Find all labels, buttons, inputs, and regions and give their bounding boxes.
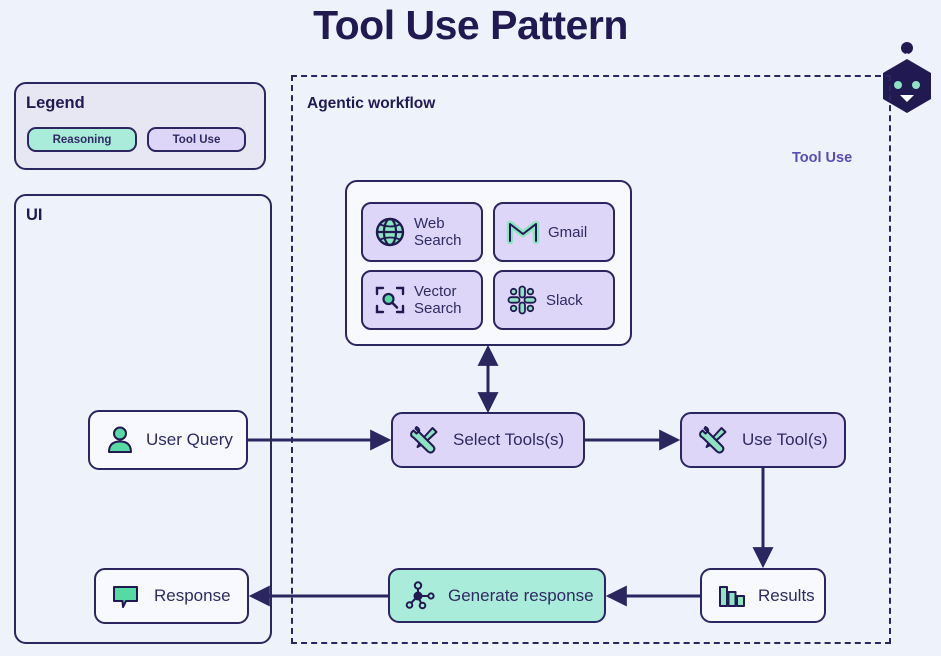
bot-hexagon-icon <box>877 42 937 119</box>
chat-bubble-icon <box>113 586 138 608</box>
legend-box <box>14 82 266 170</box>
tool-use-section-label: Tool Use <box>792 150 853 166</box>
node-use-tools[interactable]: Use Tool(s) <box>680 412 846 468</box>
page-title: Tool Use Pattern <box>313 2 628 48</box>
vector-search-icon <box>375 286 405 314</box>
gmail-icon <box>506 220 540 245</box>
node-results-label: Results <box>758 585 815 605</box>
node-use-tools-label: Use Tool(s) <box>742 430 828 449</box>
legend-chip-reasoning-label: Reasoning <box>52 133 112 146</box>
slack-icon <box>507 285 537 315</box>
tools-icon <box>699 426 727 454</box>
graph-node-icon <box>405 580 435 609</box>
bar-chart-icon <box>719 585 745 607</box>
node-generate-response[interactable]: Generate response <box>388 568 606 623</box>
tool-card-vector-search-label-line2: Search <box>414 300 462 317</box>
agentic-workflow-region <box>291 75 891 644</box>
tool-card-vector-search-label-line1: Vector <box>414 283 457 300</box>
node-user-query[interactable]: User Query <box>88 410 248 470</box>
node-response-label: Response <box>154 586 231 605</box>
globe-icon <box>375 217 405 247</box>
legend-title: Legend <box>26 94 85 112</box>
tool-card-web-search-label-line2: Search <box>414 232 462 249</box>
tool-card-web-search[interactable]: Web Search <box>361 202 483 262</box>
node-results[interactable]: Results <box>700 568 826 623</box>
tool-card-gmail[interactable]: Gmail <box>493 202 615 262</box>
node-select-tools-label: Select Tools(s) <box>453 430 565 449</box>
node-select-tools[interactable]: Select Tools(s) <box>391 412 585 468</box>
user-icon <box>108 426 132 453</box>
agentic-workflow-title: Agentic workflow <box>307 95 436 112</box>
legend-chip-tool-use: Tool Use <box>147 127 246 152</box>
tool-card-slack-label: Slack <box>546 291 583 309</box>
tool-card-gmail-label: Gmail <box>548 223 588 241</box>
node-generate-response-label: Generate response <box>448 585 594 605</box>
node-user-query-label: User Query <box>146 430 233 449</box>
tool-card-slack[interactable]: Slack <box>493 270 615 330</box>
legend-chip-reasoning: Reasoning <box>27 127 137 152</box>
tools-icon <box>410 426 438 454</box>
legend-chip-tool-use-label: Tool Use <box>172 133 221 146</box>
ui-panel-container <box>14 194 272 644</box>
tool-card-web-search-label-line1: Web <box>414 215 445 232</box>
ui-panel-title: UI <box>26 206 43 224</box>
tool-card-vector-search[interactable]: Vector Search <box>361 270 483 330</box>
node-response[interactable]: Response <box>94 568 249 624</box>
